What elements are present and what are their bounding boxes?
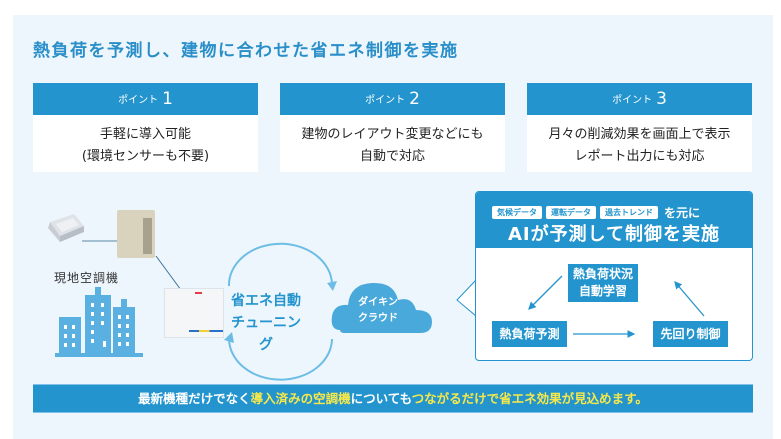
point-line: 手軽に導入可能	[99, 127, 191, 142]
cloud-label: ダイキン クラウド	[358, 297, 398, 324]
arrowhead-icon	[327, 281, 337, 291]
point-line: レポート出力にも対応	[574, 149, 705, 164]
point-number: 1	[162, 89, 173, 109]
speech-pointer	[456, 278, 477, 318]
node-auto-learning: 熱負荷状況 自動学習	[568, 264, 638, 302]
ai-control-box: 気候データ 運転データ 過去トレンド を元に AIが予測して制御を実施 熱負荷状…	[475, 191, 753, 361]
banner-highlight: 導入済みの空調機	[250, 391, 351, 406]
tag-weather-data: 気候データ	[492, 206, 542, 219]
flow-arrows	[528, 275, 705, 338]
tags-suffix: を元に	[664, 206, 701, 220]
summary-banner: 最新機種だけでなく導入済みの空調機についてもつながるだけで省エネ効果が見込めます…	[33, 384, 753, 413]
point-line: 建物のレイアウト変更などにも	[301, 127, 484, 142]
point-label: ポイント	[612, 95, 653, 106]
cloud-icon	[331, 282, 432, 333]
cycle-arrow-top	[227, 242, 333, 287]
banner-highlight: つながるだけで省エネ効果が見込めます。	[411, 391, 648, 406]
ai-header: 気候データ 運転データ 過去トレンド を元に AIが予測して制御を実施	[476, 192, 752, 248]
point-label: ポイント	[118, 95, 159, 106]
point-number: 3	[656, 89, 667, 109]
tag-operation-data: 運転データ	[546, 206, 596, 219]
node-proactive-control: 先回り制御	[653, 321, 728, 347]
cassette-ac-icon	[48, 214, 84, 242]
point-line: 月々の削減効果を画面上で表示	[548, 127, 731, 142]
point-line: 自動で対応	[359, 149, 425, 164]
controller-device-icon	[164, 288, 224, 338]
banner-text: 最新機種だけでなく	[138, 391, 251, 406]
point-number: 2	[409, 89, 420, 109]
point-label: ポイント	[365, 95, 406, 106]
point-body: 月々の削減効果を画面上で表示レポート出力にも対応	[527, 115, 752, 168]
auto-tuning-label: 省エネ自動 チューニング	[231, 293, 301, 353]
banner-text: についても	[350, 391, 412, 406]
cycle-arrow-bottom	[227, 337, 333, 381]
ai-title: AIが予測して制御を実施	[507, 224, 721, 245]
building-icon	[55, 287, 143, 357]
page-title: 熱負荷を予測し、建物に合わせた省エネ制御を実施	[33, 41, 459, 61]
outdoor-unit-icon	[117, 210, 155, 258]
node-heat-load-prediction: 熱負荷予測	[492, 321, 567, 347]
arrowhead-icon	[224, 332, 234, 343]
point-line: (環境センサーも不要)	[81, 149, 210, 164]
arrow-learn-to-predict	[528, 275, 563, 310]
site-ac-label: 現地空調機	[54, 271, 120, 285]
point-body: 手軽に導入可能 (環境センサーも不要)	[33, 115, 258, 168]
point-body: 建物のレイアウト変更などにも自動で対応	[280, 115, 505, 168]
data-source-tags: 気候データ 運転データ 過去トレンド を元に	[492, 204, 700, 221]
tag-past-trend: 過去トレンド	[600, 206, 658, 219]
connector-line	[155, 255, 182, 291]
arrow-control-to-learn	[674, 281, 705, 317]
